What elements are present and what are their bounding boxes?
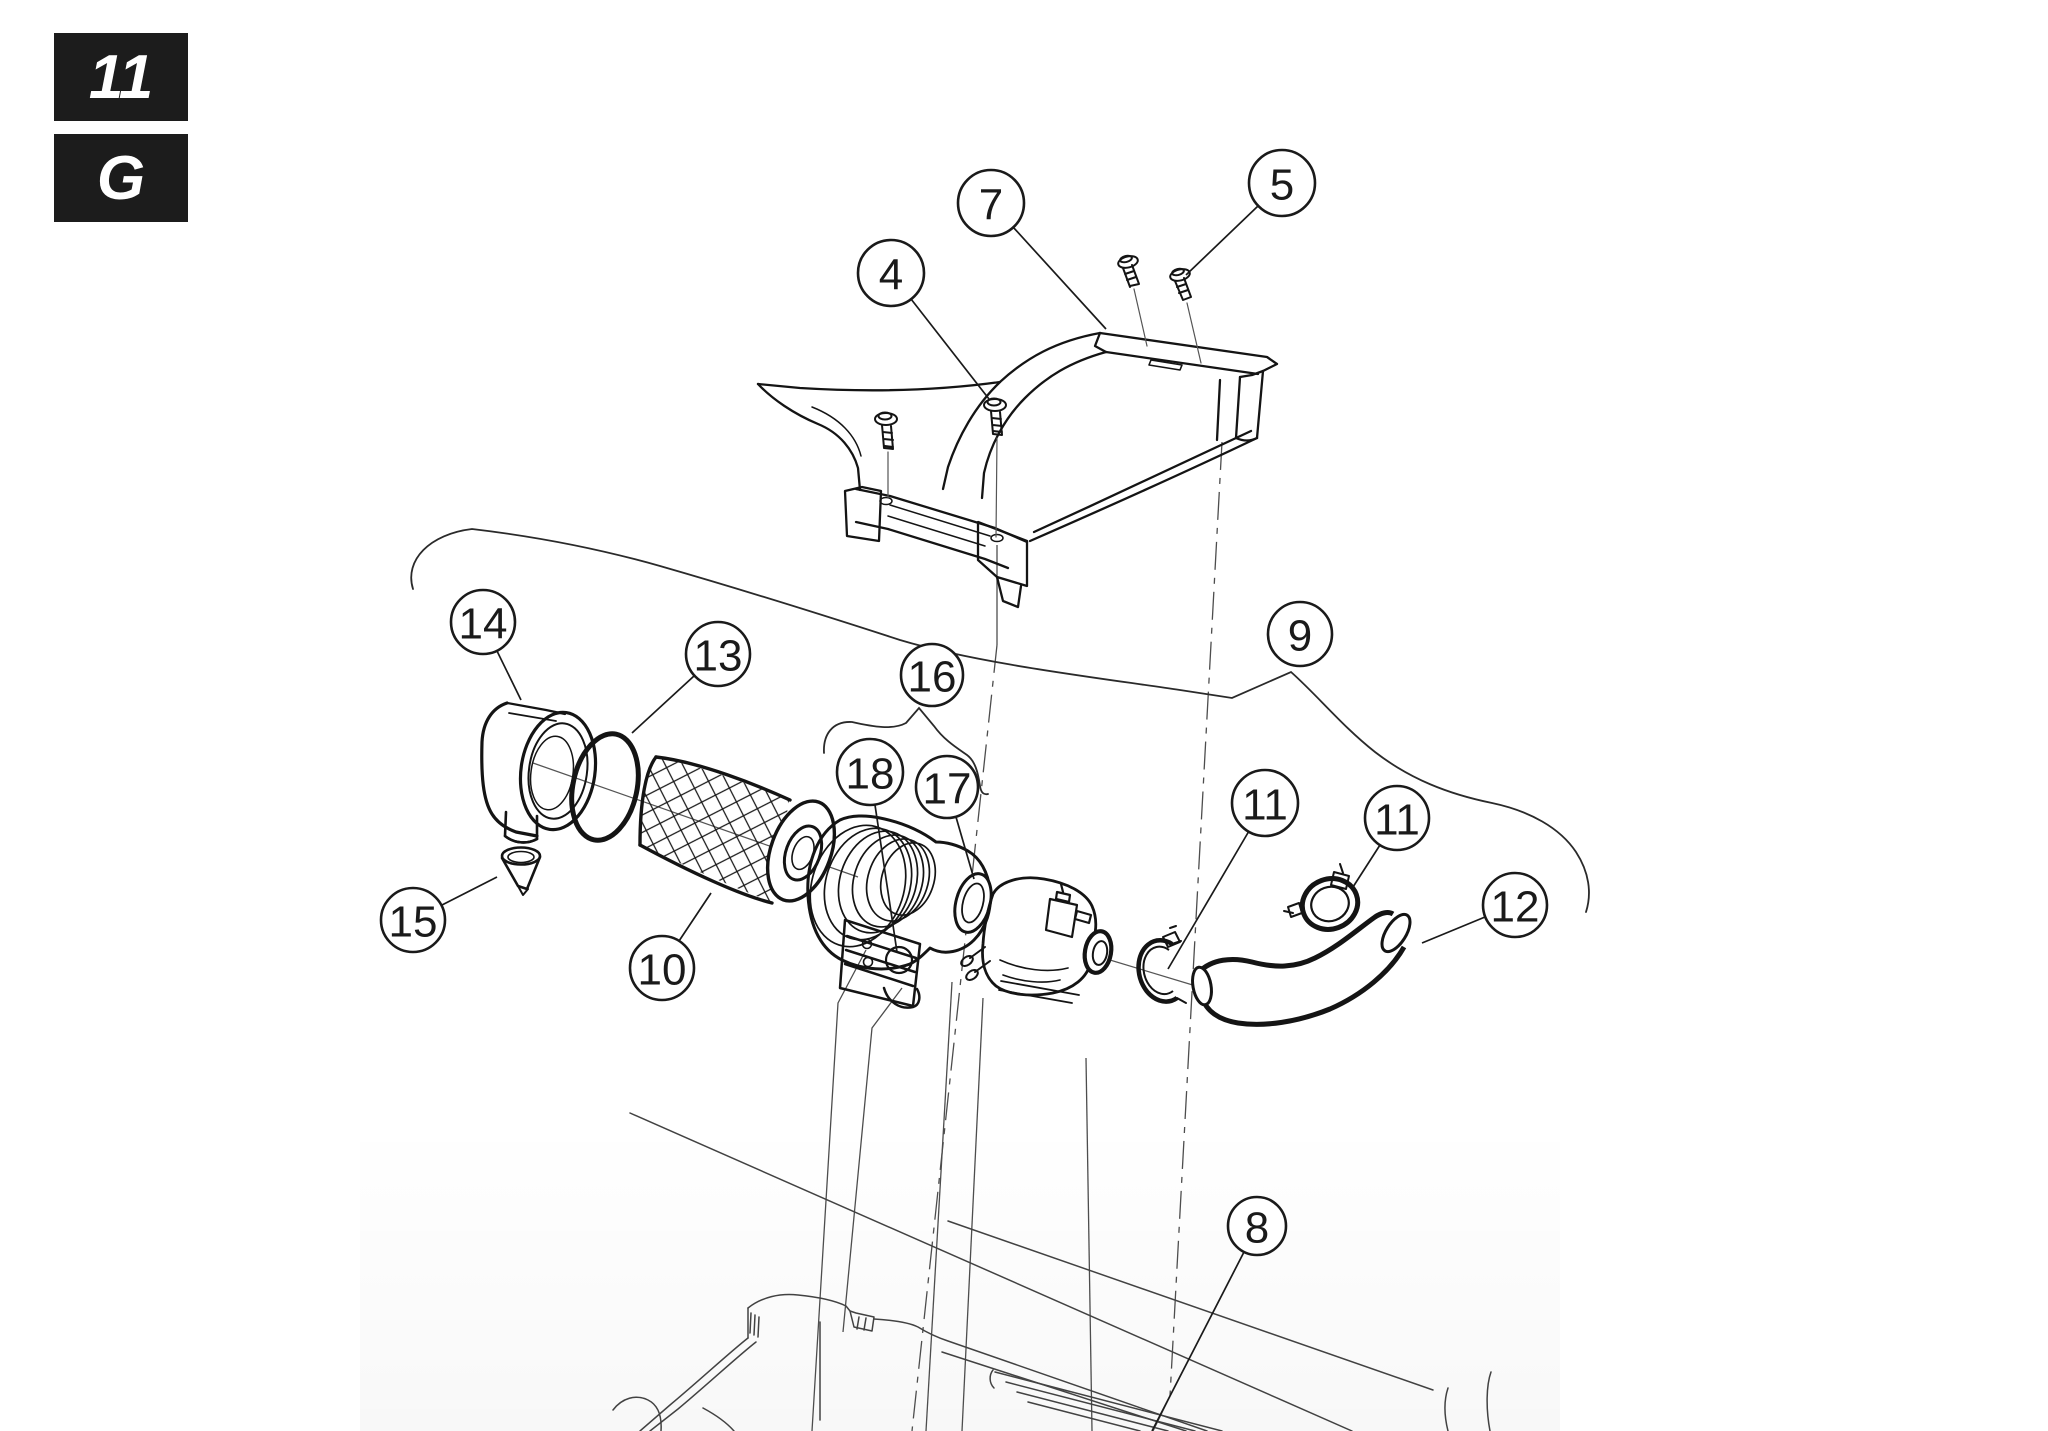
blower-group-brace-16 [823,706,989,796]
callout-number: 5 [1270,160,1294,209]
callout-11b-hose-clamp: 11 [1363,784,1431,852]
callout-7-air-intake-duct: 7 [956,168,1026,238]
callout-circle [899,642,965,708]
callout-4-long-mounting-screw: 4 [856,238,926,308]
o-ring-seal [569,731,641,843]
callout-layer: 4 7 5 14 13 16 9 18 17 11 11 12 15 10 8 [379,148,1549,1431]
scan-shading [360,1120,1560,1431]
callout-9-air-intake-assembly-group: 9 [1266,600,1334,668]
leader-line-4 [910,298,990,400]
callout-circle [628,934,696,1002]
hose-clamp-left [1136,925,1187,1004]
leader-line-11a [1167,830,1250,970]
cap-drain-spout [503,810,539,844]
leader-line-8 [1151,1251,1245,1431]
leader-line-14 [496,650,522,701]
leader-line-18 [874,804,898,953]
callout-17-inlet-collar: 17 [914,754,980,820]
duct-slot [1148,359,1183,371]
callout-12-intake-hose: 12 [1481,871,1549,939]
leader-line-17 [955,816,975,880]
body-panel [612,1112,1492,1431]
callout-circle [956,168,1026,238]
callout-11a-hose-clamp: 11 [1230,768,1300,838]
leader-line-15 [441,876,498,906]
callout-circle [1481,871,1549,939]
callout-number: 11 [1242,780,1288,829]
callout-number: 17 [923,764,972,813]
callout-number: 4 [879,250,903,299]
leader-line-12 [1421,916,1486,944]
callout-18-blower-housing: 18 [835,737,905,807]
throttle-sensor [1044,882,1093,939]
callout-number: 8 [1245,1203,1269,1252]
callout-circle [1363,784,1431,852]
filter-mesh [640,758,789,902]
intake-hose [1191,910,1412,1027]
callout-circle [835,737,905,807]
throttle-body [960,876,1114,1004]
leader-line-10 [678,892,712,942]
callout-13-o-ring-seal: 13 [684,620,752,688]
air-filter-element [638,755,837,905]
leader-line-5 [1185,205,1259,276]
hose-clamp-right [1283,863,1361,932]
callout-circle [684,620,752,688]
callout-5-short-screw: 5 [1247,148,1317,218]
callout-number: 16 [908,652,957,701]
long-screw-left [874,411,898,499]
callout-number: 12 [1491,882,1540,931]
assembly-brace-9 [410,528,1590,913]
callout-circle [379,886,447,954]
blower-mount-plate [838,918,922,1009]
leader-line-11b [1352,844,1381,888]
short-screw-right [1169,267,1202,364]
duct-flange [843,485,1029,609]
intake-end-cap [480,701,598,844]
mounting-screws [874,254,1202,538]
callout-circle [1230,768,1300,838]
callout-number: 15 [389,897,438,946]
callout-number: 10 [638,945,687,994]
callout-number: 11 [1374,795,1420,844]
drain-funnel [500,846,542,896]
callout-10-air-filter-element: 10 [628,934,696,1002]
leader-line-7 [1012,226,1107,330]
callout-circle [914,754,980,820]
section-tabs: 11 G [54,33,188,222]
throttle-outlet [1082,929,1114,975]
callout-number: 14 [459,599,508,648]
section-letter-tab: G [54,134,188,222]
callout-14-intake-end-cap: 14 [449,588,517,656]
callout-circle [449,588,517,656]
housing-boss [884,945,914,975]
callout-circle [856,238,926,308]
callout-circle [1247,148,1317,218]
callout-number: 9 [1288,611,1312,660]
callout-number: 13 [694,631,743,680]
callout-16-blower-assembly-group: 16 [899,642,965,708]
callout-circle [1266,600,1334,668]
callout-circle [1226,1195,1288,1257]
blower-housing [806,814,993,1009]
long-screw-right [983,397,1007,538]
callout-number: 18 [846,749,895,798]
callout-number: 7 [979,180,1003,229]
callout-8-body-panel: 8 [1226,1195,1288,1257]
throttle-studs [960,946,991,981]
callout-15-drain-funnel: 15 [379,886,447,954]
air-intake-duct [756,331,1279,609]
short-screw-left [1117,254,1148,347]
page-number-tab: 11 [54,33,188,121]
leader-line-13 [631,675,695,734]
